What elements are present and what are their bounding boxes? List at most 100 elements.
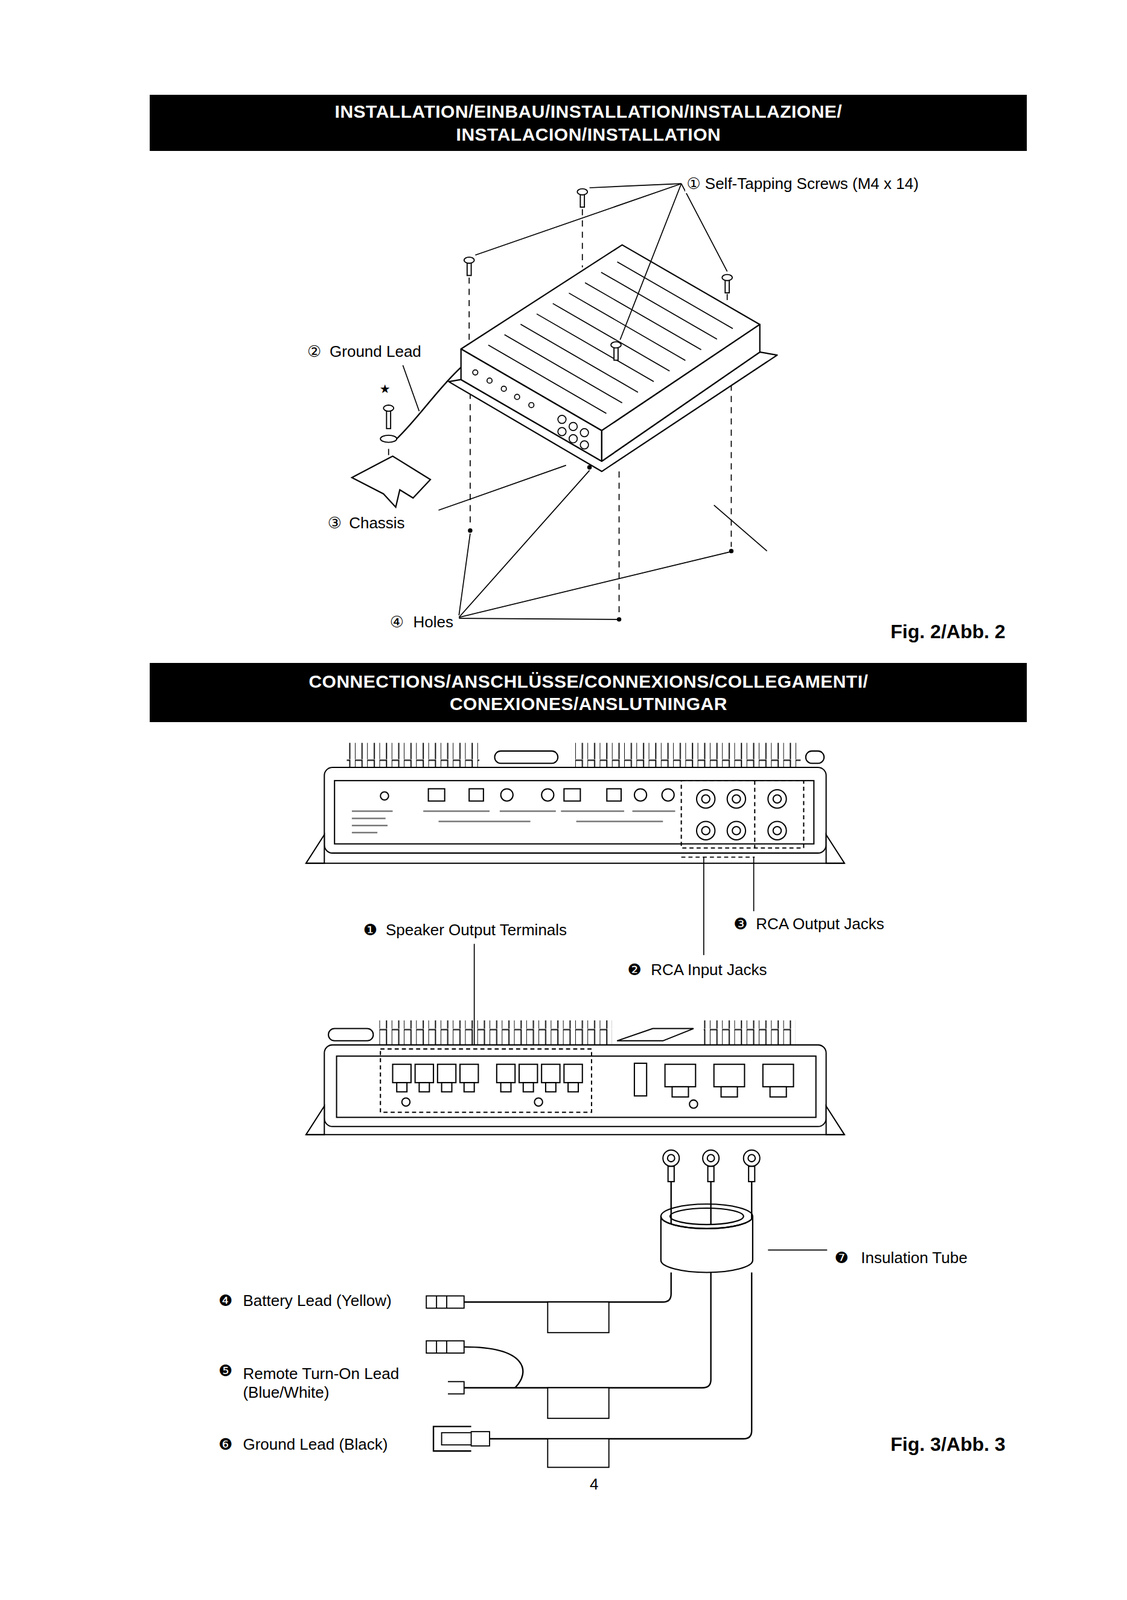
amplifier-front bbox=[560, 810, 625, 812]
amplifier-rear bbox=[714, 1064, 745, 1087]
insulation-tube bbox=[660, 1203, 753, 1272]
amplifier-front bbox=[727, 820, 746, 840]
leader-line bbox=[458, 470, 590, 617]
amplifier-rear bbox=[328, 1028, 374, 1041]
panel-jack bbox=[501, 386, 506, 392]
header-band: CONNECTIONS/ANSCHLÜSSE/CONNEXIONS/COLLEG… bbox=[149, 662, 1027, 722]
screw-symbol bbox=[577, 188, 588, 195]
leader-line bbox=[458, 551, 730, 617]
ring-terminal bbox=[707, 1154, 715, 1162]
amplifier-front bbox=[696, 789, 787, 840]
amplifier-front bbox=[380, 791, 389, 800]
amplifier-front bbox=[662, 788, 675, 801]
insulation-tube bbox=[660, 1203, 753, 1229]
callout-number: ❼ bbox=[833, 1248, 850, 1268]
amplifier-front bbox=[571, 742, 801, 768]
heat-sink-fin bbox=[536, 313, 654, 382]
part-name: RCA Output Jacks bbox=[754, 914, 885, 934]
part-name: Battery Lead (Yellow) bbox=[241, 1291, 393, 1310]
wire-tag bbox=[547, 1438, 609, 1467]
leader-line bbox=[714, 505, 768, 552]
callout-number: ① bbox=[685, 174, 702, 194]
amplifier-front bbox=[438, 820, 531, 823]
panel-jack bbox=[514, 394, 520, 400]
amplifier-front bbox=[351, 831, 378, 834]
wire bbox=[464, 1271, 712, 1388]
amplifier-rear bbox=[519, 1064, 538, 1083]
hole-dot bbox=[467, 464, 734, 622]
screw-dashed-line bbox=[468, 277, 470, 352]
heat-sink-fin bbox=[552, 303, 670, 372]
amplifier-front bbox=[767, 820, 786, 840]
amplifier-front bbox=[351, 810, 393, 812]
ring-terminal bbox=[708, 1166, 715, 1182]
star-mark: ★ bbox=[378, 381, 392, 396]
heat-sink-fin bbox=[488, 261, 733, 414]
wire-tag bbox=[547, 1302, 609, 1333]
hole-dot bbox=[587, 464, 592, 470]
wire-connector bbox=[446, 1295, 448, 1308]
amplifier-front bbox=[727, 789, 746, 808]
amplifier-front bbox=[423, 810, 490, 812]
ring-terminal bbox=[748, 1166, 755, 1182]
screw-symbol bbox=[721, 274, 733, 281]
amplifier-front bbox=[632, 810, 676, 812]
ring-terminal bbox=[668, 1166, 675, 1182]
callout-number: ❶ bbox=[362, 920, 379, 940]
figure-caption: Fig. 3/Abb. 3 bbox=[889, 1432, 1007, 1456]
amplifier-rear bbox=[703, 1020, 796, 1045]
callout-number: ④ bbox=[388, 612, 406, 632]
heat-sink-fin bbox=[520, 324, 638, 393]
ring-terminal bbox=[667, 1154, 675, 1162]
leader-line bbox=[402, 365, 419, 412]
leader-line bbox=[458, 618, 617, 620]
amplifier-rear bbox=[437, 1064, 456, 1083]
leader-line bbox=[619, 183, 681, 340]
wire bbox=[671, 1181, 752, 1225]
amplifier-rear bbox=[721, 1086, 738, 1097]
amplifier-front bbox=[634, 788, 647, 801]
amplifier-rear bbox=[441, 1082, 453, 1092]
wire-tag bbox=[547, 1302, 609, 1468]
amplifier-front bbox=[469, 788, 484, 801]
part-name: Remote Turn-On Lead (Blue/White) bbox=[241, 1364, 448, 1402]
callout-number: ❻ bbox=[217, 1434, 234, 1454]
amplifier-rear bbox=[392, 1063, 794, 1108]
panel-jack bbox=[557, 415, 567, 424]
amplifier-front bbox=[753, 780, 756, 849]
wire bbox=[709, 1181, 712, 1225]
amplifier-rear bbox=[459, 1064, 479, 1083]
amplifier-front bbox=[351, 817, 386, 820]
amplifier-front bbox=[501, 788, 514, 801]
leader-line bbox=[474, 857, 756, 1047]
amplifier-rear bbox=[671, 1086, 689, 1097]
callout-number: ❹ bbox=[217, 1291, 234, 1310]
wire-connector bbox=[435, 1340, 438, 1353]
amplifier-front bbox=[324, 767, 826, 853]
screw-dashed-line bbox=[618, 471, 620, 616]
amplifier-front bbox=[494, 750, 558, 764]
leader-line bbox=[589, 183, 682, 188]
part-name: Ground Lead bbox=[328, 342, 423, 361]
leader-line bbox=[402, 183, 767, 620]
panel-jack bbox=[528, 402, 534, 408]
amplifier-front bbox=[563, 788, 581, 801]
leader-line bbox=[458, 533, 471, 616]
screw-symbol bbox=[464, 257, 475, 264]
panel-jack bbox=[569, 434, 578, 444]
amplifier-front bbox=[826, 834, 845, 863]
leader-line bbox=[681, 183, 728, 272]
amplifier-front bbox=[767, 789, 786, 808]
amplifier-front bbox=[701, 826, 710, 835]
amplifier-rear bbox=[563, 1064, 582, 1083]
amplifier-front bbox=[346, 742, 480, 768]
screw-symbol bbox=[383, 405, 394, 412]
amplifier-rear bbox=[763, 1064, 794, 1087]
amplifier-rear bbox=[306, 1020, 845, 1135]
part-name: Self-Tapping Screws (M4 x 14) bbox=[703, 174, 920, 194]
wire bbox=[464, 1271, 672, 1302]
wire bbox=[464, 1346, 524, 1388]
amplifier-rear bbox=[402, 1097, 411, 1106]
amplifier-rear bbox=[396, 1082, 407, 1092]
